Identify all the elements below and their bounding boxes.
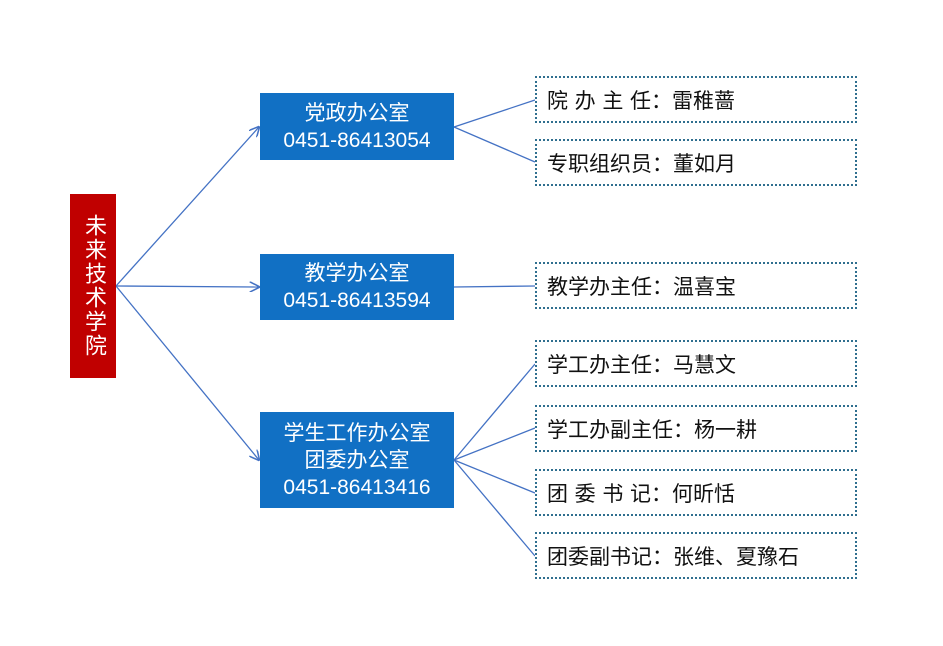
- staff-box: 院 办 主 任：雷稚蔷: [535, 76, 857, 123]
- office-node-party-administration: 党政办公室 0451-86413054: [260, 93, 454, 160]
- connector-root-to-student-office: [115, 285, 259, 460]
- connector-party-to-staff-1: [453, 126, 536, 163]
- staff-label: 院 办 主 任：雷稚蔷: [547, 88, 736, 113]
- root-node-college: 未来技术学院: [70, 194, 116, 378]
- connector-student-to-staff-3: [453, 459, 536, 557]
- connector-party-to-staff-0: [453, 99, 536, 128]
- staff-box: 学工办副主任：杨一耕: [535, 405, 857, 452]
- staff-box: 团 委 书 记：何昕恬: [535, 469, 857, 516]
- office-phone: 0451-86413054: [283, 128, 431, 152]
- staff-label: 团委副书记：张维、夏豫石: [547, 544, 799, 569]
- office-phone: 0451-86413594: [283, 289, 431, 312]
- staff-box: 学工办主任：马慧文: [535, 340, 857, 387]
- connector-root-to-party-office: [115, 127, 259, 287]
- staff-label: 团 委 书 记：何昕恬: [547, 481, 736, 506]
- connector-root-to-teaching-office: [115, 286, 259, 287]
- staff-label: 学工办主任：马慧文: [547, 352, 736, 377]
- office-name: 学生工作办公室: [283, 420, 431, 445]
- staff-label: 专职组织员：董如月: [547, 151, 736, 176]
- connector-student-to-staff-0: [453, 363, 536, 461]
- office-name-secondary: 团委办公室: [304, 447, 410, 472]
- staff-box: 专职组织员：董如月: [535, 139, 857, 186]
- office-name: 党政办公室: [304, 100, 410, 125]
- connector-teaching-to-staff-0: [453, 285, 536, 288]
- staff-label: 学工办副主任：杨一耕: [547, 417, 757, 442]
- staff-box: 团委副书记：张维、夏豫石: [535, 532, 857, 579]
- connector-student-to-staff-1: [453, 427, 536, 461]
- office-node-teaching: 教学办公室 0451-86413594: [260, 254, 454, 320]
- staff-label: 教学办主任：温喜宝: [547, 274, 736, 299]
- office-name: 教学办公室: [304, 261, 410, 285]
- root-label: 未来技术学院: [81, 214, 106, 358]
- office-phone: 0451-86413416: [283, 475, 431, 499]
- staff-box: 教学办主任：温喜宝: [535, 262, 857, 309]
- connector-student-to-staff-2: [453, 459, 536, 494]
- office-node-student-affairs: 学生工作办公室 团委办公室 0451-86413416: [260, 412, 454, 508]
